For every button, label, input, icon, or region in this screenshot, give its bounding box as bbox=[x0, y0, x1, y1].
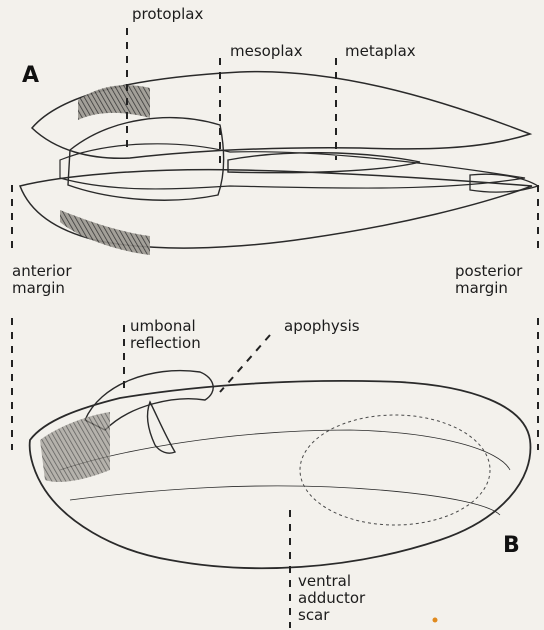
label-posterior-line2: margin bbox=[455, 280, 522, 297]
panel-label-a: A bbox=[22, 63, 39, 88]
label-ventral-line1: ventral bbox=[298, 573, 365, 590]
label-anterior-line1: anterior bbox=[12, 263, 72, 280]
shell-lateral-view bbox=[30, 371, 531, 569]
label-metaplax: metaplax bbox=[345, 43, 416, 60]
central-plates bbox=[60, 144, 525, 189]
valve-outline bbox=[30, 381, 531, 568]
label-apophysis: apophysis bbox=[284, 318, 360, 335]
adductor-scar bbox=[300, 415, 490, 525]
anterior-spines bbox=[78, 85, 150, 120]
label-umbonal-reflection: umbonal reflection bbox=[130, 318, 201, 352]
label-ventral-adductor-scar: ventral adductor scar bbox=[298, 573, 365, 624]
label-umbonal-line1: umbonal bbox=[130, 318, 201, 335]
leader-lines bbox=[12, 28, 538, 628]
label-mesoplax: mesoplax bbox=[230, 43, 303, 60]
label-posterior-margin: posterior margin bbox=[455, 263, 522, 297]
label-posterior-line1: posterior bbox=[455, 263, 522, 280]
shell-dorsal-view bbox=[20, 72, 538, 255]
label-protoplax: protoplax bbox=[132, 6, 203, 23]
panel-label-b: B bbox=[503, 533, 520, 558]
anterior-spines-lower bbox=[60, 210, 150, 255]
label-anterior-line2: margin bbox=[12, 280, 72, 297]
label-ventral-line3: scar bbox=[298, 607, 365, 624]
upper-valve bbox=[32, 72, 530, 159]
speck bbox=[433, 618, 438, 623]
label-umbonal-line2: reflection bbox=[130, 335, 201, 352]
label-ventral-line2: adductor bbox=[298, 590, 365, 607]
label-anterior-margin: anterior margin bbox=[12, 263, 72, 297]
